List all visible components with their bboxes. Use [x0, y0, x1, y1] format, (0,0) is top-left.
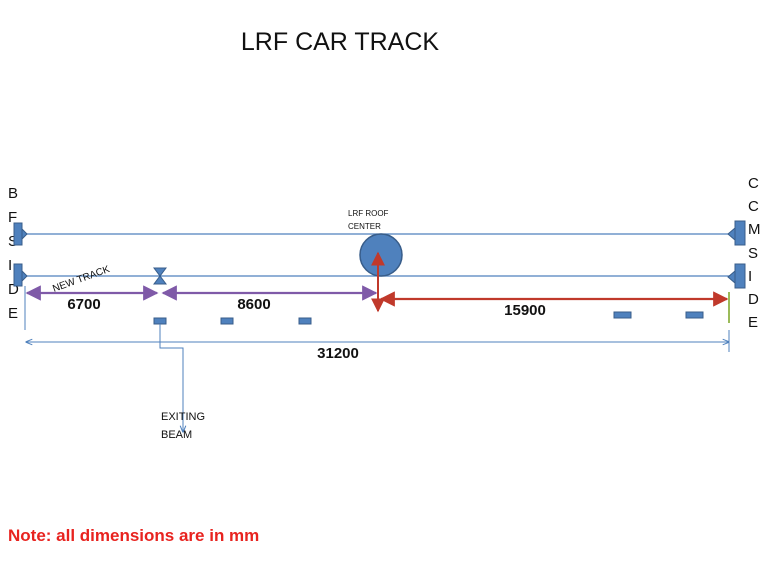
beam-block — [613, 311, 632, 319]
right-side-letter: I — [748, 268, 752, 285]
left-side-letter: I — [8, 257, 12, 274]
roof-center-label-line: CENTER — [348, 222, 381, 231]
roof-center-circle — [359, 233, 403, 277]
dim-8600-label: 8600 — [237, 296, 270, 313]
dim-total-label: 31200 — [317, 345, 359, 362]
right-upper-stop — [727, 220, 746, 246]
bowtie-marker — [153, 267, 167, 285]
existing-beam-leader — [159, 324, 183, 432]
units-note: Note: all dimensions are in mm — [8, 526, 260, 545]
roof-center-label: LRF ROOF CENTER — [348, 209, 389, 231]
right-side-letter: C — [748, 198, 759, 215]
dim-15900-label: 15900 — [504, 302, 546, 319]
right-side-letter: C — [748, 175, 759, 192]
left-lower-stop — [13, 263, 28, 287]
beam-block — [685, 311, 704, 319]
right-side-label: C C M S I D E — [748, 175, 761, 331]
existing-beam-label-line: BEAM — [161, 429, 192, 441]
right-side-letter: M — [748, 221, 761, 238]
dim-6700-label: 6700 — [67, 296, 100, 313]
left-side-label: B F S I D E — [8, 185, 19, 322]
left-side-letter: D — [8, 281, 19, 298]
new-track-label: NEW TRACK — [51, 264, 111, 295]
beam-block — [298, 317, 312, 325]
left-side-letter: B — [8, 185, 18, 202]
left-side-letter: F — [8, 209, 17, 226]
existing-beam-label: EXITING BEAM — [161, 411, 205, 441]
right-side-letter: E — [748, 314, 758, 331]
left-side-letter: E — [8, 305, 18, 322]
beam-block — [153, 317, 167, 325]
existing-beam-label-line: EXITING — [161, 411, 205, 423]
right-side-letter: S — [748, 245, 758, 262]
diagram-title: LRF CAR TRACK — [240, 28, 440, 56]
left-side-letter: S — [8, 233, 18, 250]
right-side-letter: D — [748, 291, 759, 308]
right-lower-stop — [727, 263, 746, 289]
roof-center-label-line: LRF ROOF — [348, 209, 389, 218]
left-upper-stop — [13, 222, 28, 246]
beam-block — [220, 317, 234, 325]
